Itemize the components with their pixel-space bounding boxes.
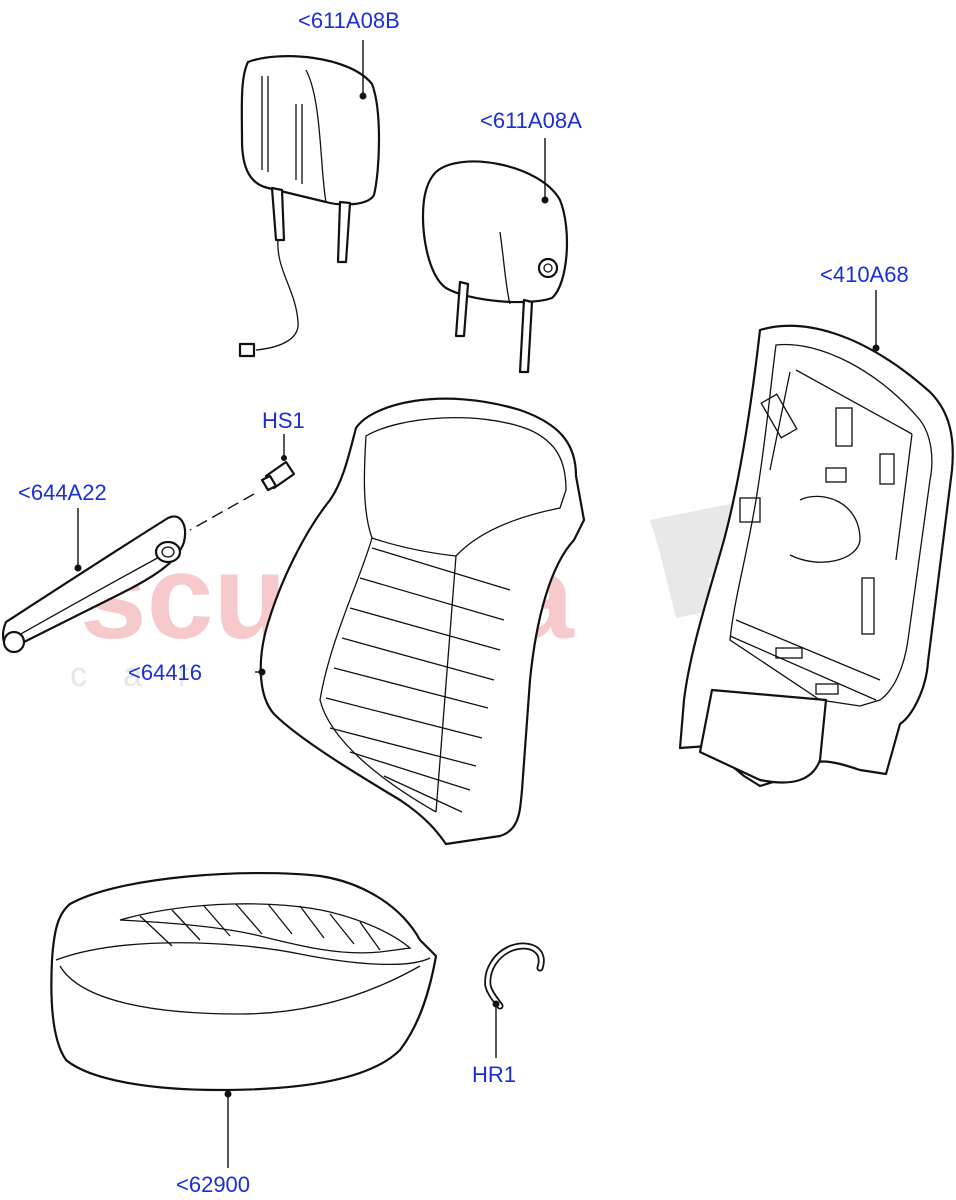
callout-611A08A: <611A08A [480,108,582,133]
callout-hs1: HS1 [262,408,305,433]
armrest: <644A22 [2,480,187,654]
backrest-cover: <64416 [128,397,586,846]
callout-410A68: <410A68 [820,262,909,287]
callout-62900: <62900 [176,1172,250,1197]
callout-64416: <64416 [128,660,202,685]
callout-hr1: HR1 [472,1062,516,1087]
backrest-panel: <410A68 [678,262,954,788]
sensor-hs1: HS1 [189,408,305,531]
cushion-cover: <62900 [50,871,438,1197]
callout-644A22: <644A22 [18,480,107,505]
callout-611A08B: <611A08B [298,8,400,33]
hog-ring: HR1 [472,942,545,1087]
headrest-front: <611A08B [238,8,400,358]
headrest-rear: <611A08A [421,108,582,374]
